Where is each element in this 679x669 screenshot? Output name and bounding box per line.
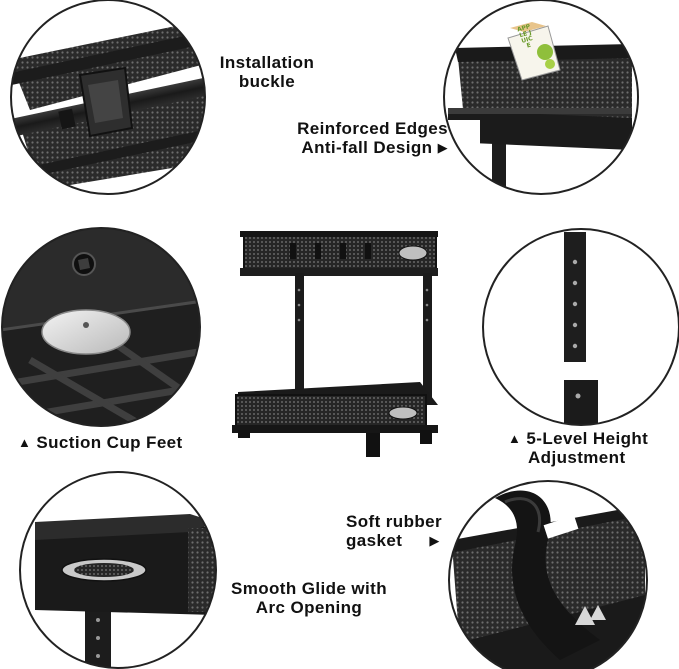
suction-cup-closeup [1, 227, 201, 427]
callout-line: Installation [219, 53, 315, 72]
pointer-right-icon: ▶ [437, 140, 448, 155]
callout-line: Anti-fall Design [301, 138, 433, 157]
callout-smooth-glide: Smooth Glide with Arc Opening [218, 579, 400, 617]
callout-line: Reinforced Edges [297, 119, 448, 138]
pointer-right-icon: ▶ [429, 533, 440, 548]
callout-rubber-gasket: Soft rubber gasket ▶ [346, 512, 442, 550]
pointer-up-icon: ▲ [508, 431, 522, 446]
pointer-up-icon: ▲ [18, 435, 32, 450]
callout-suction-cup: ▲ Suction Cup Feet [18, 433, 183, 452]
juice-carton [507, 22, 561, 81]
callout-line: gasket [346, 531, 403, 550]
height-adjustment-closeup [482, 228, 679, 426]
installation-buckle-closeup [10, 0, 206, 195]
rubber-gasket-closeup [448, 480, 648, 669]
callout-height-adjustment: ▲ 5-Level Height Adjustment [508, 429, 648, 467]
callout-line: Suction Cup Feet [36, 433, 183, 452]
callout-installation-buckle: Installation buckle [212, 53, 322, 91]
callout-line: 5-Level Height [526, 429, 649, 448]
callout-line: Arc Opening [255, 598, 363, 617]
callout-line-with-pointer: Anti-fall Design ▶ [272, 138, 448, 157]
callout-line: Smooth Glide with [230, 579, 387, 598]
reinforced-edges-closeup [443, 0, 639, 195]
smooth-glide-closeup [19, 471, 217, 669]
callout-line-with-pointer: ▲ 5-Level Height [508, 429, 648, 448]
callout-line: buckle [238, 72, 296, 91]
callout-line: Adjustment [528, 448, 626, 467]
callout-line-with-pointer: gasket ▶ [346, 531, 442, 550]
callout-reinforced-edges: Reinforced Edges Anti-fall Design ▶ [272, 119, 448, 157]
callout-line: Soft rubber [346, 512, 443, 531]
under-sink-organizer-rack [232, 231, 438, 457]
